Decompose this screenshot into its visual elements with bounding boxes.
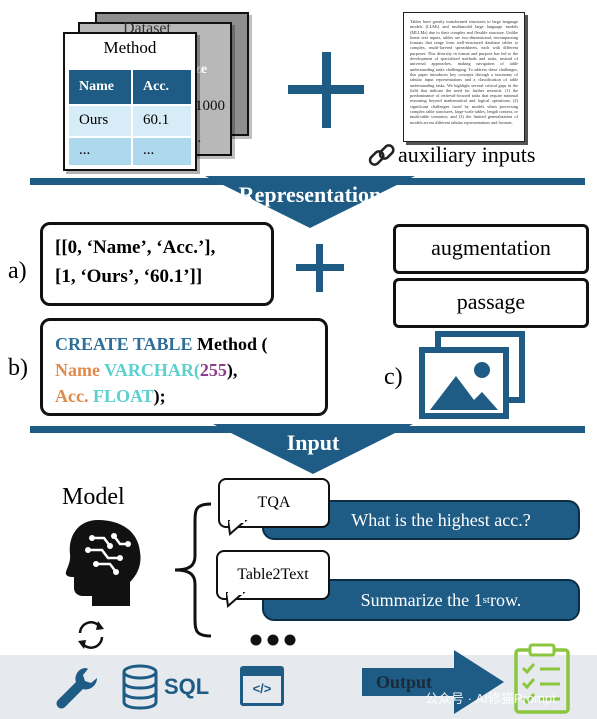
passage-box: passage (393, 278, 589, 328)
table2text-prompt-main: Summarize the 1 (360, 589, 483, 610)
sql-table-name: Method ( (197, 334, 268, 354)
auxiliary-inputs-label: auxiliary inputs (398, 142, 536, 167)
paper-text: Tables have greatly transformed structur… (410, 19, 518, 125)
method-table-row-1 (69, 106, 191, 136)
method-table-title: Method (103, 38, 157, 57)
output-label: Output (376, 672, 433, 692)
clipboard-checklist-icon (514, 643, 570, 714)
plus-icon-mid-v (316, 244, 323, 292)
tqa-tag-bubble: TQA (218, 478, 330, 528)
sql-create-keyword: CREATE TABLE (55, 334, 193, 354)
code-symbol: </> (252, 681, 272, 696)
method-cell-ours: Ours (79, 112, 109, 128)
method-cell-acc-value: 60.1 (143, 112, 170, 128)
link-icon (368, 144, 395, 166)
sql-varchar-length: 255 (199, 360, 227, 380)
passage-label: passage (456, 289, 526, 314)
output-arrow (362, 650, 504, 714)
brain-head-icon (65, 520, 141, 606)
sql-col-name: Name (55, 360, 100, 380)
method-table-row-2 (69, 138, 191, 165)
input-title: Input (286, 430, 340, 455)
image-icon (419, 331, 525, 419)
representation-title: Representation (238, 182, 382, 207)
method-cell-more-1: ... (79, 142, 91, 158)
document-paper-icon: Tables have greatly transformed structur… (403, 12, 525, 142)
json-line-1: [[0, ‘Name’, ‘Acc.’], (55, 237, 216, 258)
json-line-2: [1, ‘Ours’, ‘60.1’]] (55, 266, 203, 287)
sql-line-1: CREATE TABLE Method ( (55, 331, 268, 357)
augmentation-label: augmentation (431, 235, 551, 260)
sql-line-2: Name VARCHAR(255), (55, 357, 237, 383)
wrench-icon (56, 668, 97, 709)
tqa-bubble-tail (228, 520, 248, 536)
sql-representation-box: CREATE TABLE Method ( Name VARCHAR(255),… (40, 318, 328, 416)
method-table-divider (131, 70, 133, 165)
code-window-titlebar (243, 669, 281, 676)
tools-strip (0, 655, 597, 719)
more-dots-icon (250, 634, 296, 646)
dataset-size-value: 1000 (195, 98, 225, 114)
representation-arrow (205, 176, 415, 228)
sql-line-3: Acc. FLOAT); (55, 383, 166, 409)
label-a: a) (8, 258, 27, 284)
plus-icon-top-v (322, 52, 331, 128)
sql-varchar-end: ), (226, 360, 238, 380)
table2text-bubble-tail (226, 592, 246, 608)
brace-icon (174, 502, 212, 638)
label-c: c) (384, 364, 403, 390)
method-table-header (69, 70, 191, 104)
label-b: b) (8, 355, 28, 381)
sql-col-acc: Acc. (55, 386, 89, 406)
table2text-prompt-sup: st (482, 594, 490, 606)
input-arrow (213, 424, 413, 474)
code-window-icon: </> (240, 666, 284, 706)
refresh-icon (78, 621, 104, 649)
sql-end: ); (153, 386, 166, 406)
method-header-name: Name (79, 79, 114, 94)
method-cell-more-2: ... (143, 142, 155, 158)
json-representation-box: [[0, ‘Name’, ‘Acc.’], [1, ‘Ours’, ‘60.1’… (40, 222, 274, 306)
method-table: Method Name Acc. Ours 60.1 ... ... (63, 32, 197, 171)
sql-float-type: FLOAT (92, 386, 154, 406)
augmentation-box: augmentation (393, 224, 589, 274)
method-header-acc: Acc. (143, 79, 170, 94)
model-label: Model (62, 484, 125, 510)
watermark: 公众号 · AI修猫Prompt (425, 691, 556, 706)
table2text-prompt-end: row. (489, 589, 522, 610)
sql-text-label: SQL (164, 674, 210, 699)
sql-varchar-type: VARCHAR( (104, 360, 200, 380)
tqa-prompt-pill: What is the highest acc.? (262, 500, 580, 540)
database-icon (122, 664, 158, 710)
